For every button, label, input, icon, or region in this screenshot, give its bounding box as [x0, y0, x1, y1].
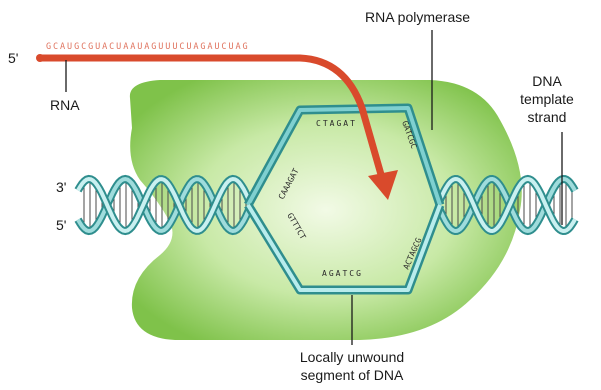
dna-3prime-label: 3' — [56, 179, 66, 195]
dna-template-label-1: DNA — [532, 73, 562, 89]
rna-label: RNA — [50, 97, 80, 113]
rna-5prime-label: 5' — [8, 50, 18, 66]
rna-polymerase-label: RNA polymerase — [365, 9, 470, 25]
dna-template-label-3: strand — [528, 109, 567, 125]
bubble-seq-top-mid: CTAGAT — [316, 119, 357, 128]
unwound-label-2: segment of DNA — [301, 367, 404, 383]
bubble-seq-bottom-mid: AGATCG — [322, 269, 363, 278]
dna-template-label-2: template — [520, 91, 574, 107]
rna-sequence: GCAUGCGUACUAAUAGUUUCUAGAUCUAG — [46, 42, 250, 52]
rna-5prime-end — [36, 54, 44, 62]
dna-5prime-label: 5' — [56, 217, 66, 233]
unwound-label-1: Locally unwound — [300, 349, 404, 365]
